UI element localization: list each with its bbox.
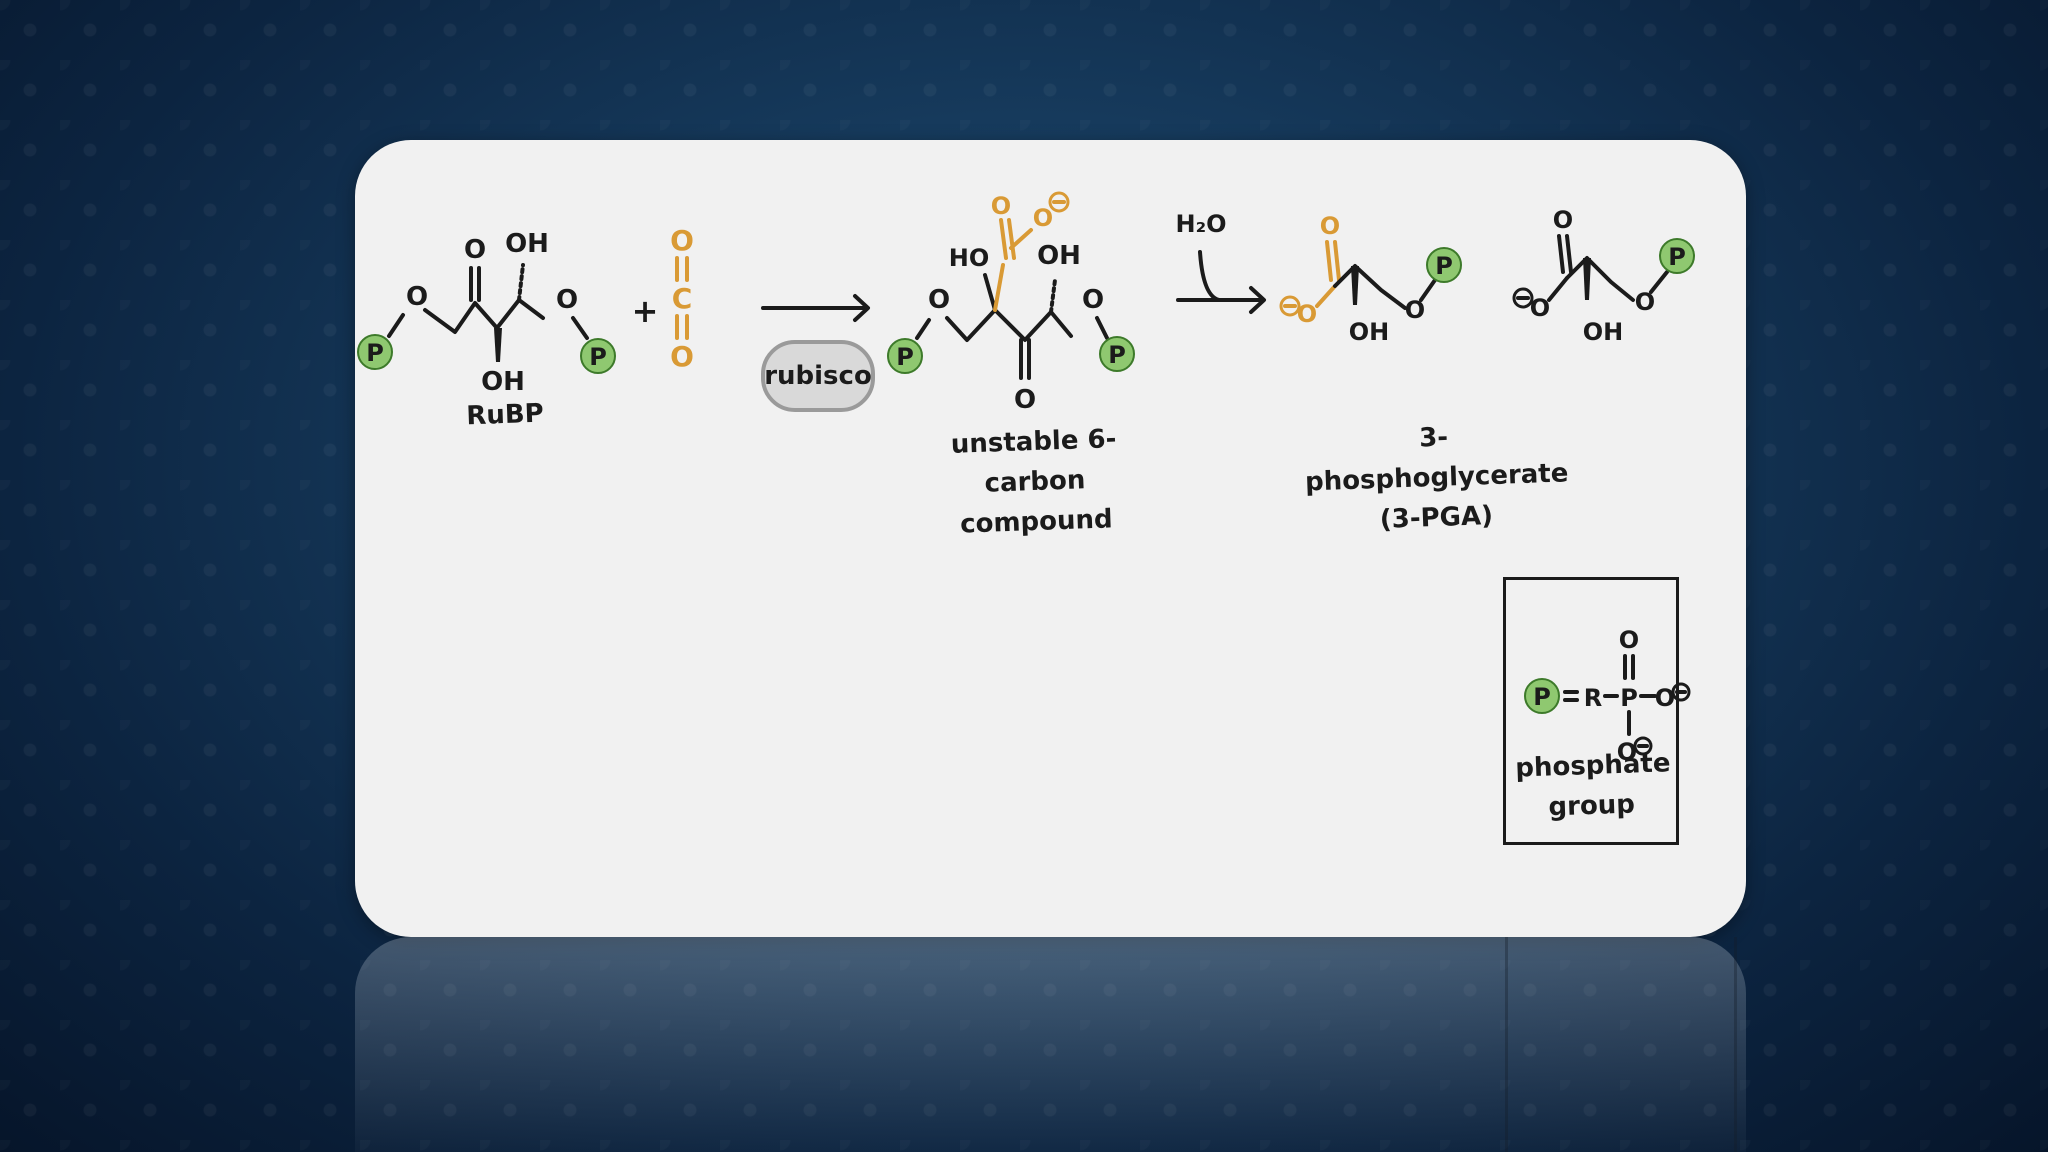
intermediate-label-line2: compound [959,504,1114,540]
phosphate-symbol: P [1533,683,1551,711]
pga-molecule-2: O O OH O P [1512,206,1695,346]
wedge-bond [1351,266,1359,305]
card-reflection [355,937,1746,1152]
hydroxyl-group: OH [481,367,525,397]
phosphate-circle [1524,678,1560,714]
carbon-chain [945,308,1073,342]
phosphate-label-line2: group [1547,789,1636,823]
product-label: 3-phosphoglycerate (3-PGA) [1303,413,1569,542]
phosphate-circle [1659,238,1695,274]
hydroxyl-group: OH [1583,318,1624,346]
negative-charge-icon [1279,295,1301,317]
co2-molecule: O C O [670,224,694,373]
oxygen-atom: O [1619,626,1639,654]
carboxylate-oxygen: O [1033,204,1053,232]
phosphate-legend-structure: P R P O O O [1524,626,1691,766]
plus-sign: + [632,292,659,330]
phosphate-circle [1099,336,1135,372]
oxygen-atom: O [1617,738,1637,766]
carboxyl-oxygen: O [991,192,1011,220]
phosphate-circle [357,334,393,370]
reaction-arrow-2 [1176,250,1266,314]
phosphate-symbol: P [1108,341,1126,369]
legend-reflection [1505,937,1737,1152]
hydroxyl-group: OH [1037,241,1081,271]
wedge-bond [1583,258,1591,300]
oxygen-atom: O [1405,296,1425,324]
negative-charge-icon [1512,287,1534,309]
carbon-chain [1333,264,1407,310]
rubp-label: RuBP [465,398,545,432]
bond [387,313,405,338]
co2-oxygen-bottom: O [670,340,694,373]
phosphate-legend-label: phosphate group [1514,743,1671,828]
negative-charge-icon [1048,191,1070,213]
phosphorus-atom: P [1620,684,1638,712]
oxygen-atom: O [464,235,486,265]
oxygen-atom: O [1082,285,1104,315]
phosphate-symbol: P [589,343,607,371]
oxygen-atom: O [556,285,578,315]
phosphate-legend-box: phosphate group [1503,577,1679,845]
hash-bond [517,263,525,302]
water-label: H₂O [1176,210,1227,238]
rubp-molecule: P O O OH OH O P [357,229,616,397]
oxygen-atom: O [1635,288,1655,316]
bond [1095,316,1109,340]
carboxylate-oxygen: O [1297,300,1317,328]
phosphate-label-line1: phosphate [1514,748,1671,784]
oxygen-atom: O [928,285,950,315]
co2-carbon: C [672,282,693,315]
carboxylate-oxygen: O [1530,294,1550,322]
bond [571,316,589,340]
carbonyl-oxygen: O [1014,385,1036,415]
carboxyl-oxygen: O [1553,206,1573,234]
carboxyl-oxygen: O [1320,212,1340,240]
phosphate-circle [580,338,616,374]
product-label-line1: 3-phosphoglycerate [1304,422,1569,498]
phosphate-symbol: P [1435,252,1453,280]
hydroxyl-group: OH [1349,318,1390,346]
phosphate-circle [1426,247,1462,283]
co2-oxygen-top: O [670,224,694,257]
phosphate-symbol: P [1668,243,1686,271]
pga-molecule-1: O O OH O P [1279,212,1462,346]
negative-charge-icon [1633,736,1653,756]
phosphate-symbol: P [366,339,384,367]
hydroxyl-group: OH [505,229,549,259]
diagram-card: P O O OH OH O P + O C O [355,140,1746,937]
bond [983,273,997,312]
wedge-bond [494,328,502,362]
reaction-arrow-1 [761,294,870,322]
rubisco-enzyme-label: rubisco [761,340,875,412]
intermediate-label-line1: unstable 6-carbon [950,424,1117,499]
hydroxyl-group: HO [949,244,990,272]
r-group: R [1584,684,1602,712]
oxygen-atom: O [1655,684,1675,712]
oxygen-atom: O [406,282,428,312]
bond [915,318,931,340]
phosphate-symbol: P [896,343,914,371]
intermediate-label: unstable 6-carbon compound [913,418,1157,546]
carbon-chain [1565,256,1635,302]
intermediate-molecule: P O HO O O O OH O P [887,191,1135,415]
phosphate-circle [887,338,923,374]
carbon-chain [423,298,545,334]
reaction-diagram: P O O OH OH O P + O C O [357,191,1695,766]
negative-charge-icon [1671,682,1691,702]
